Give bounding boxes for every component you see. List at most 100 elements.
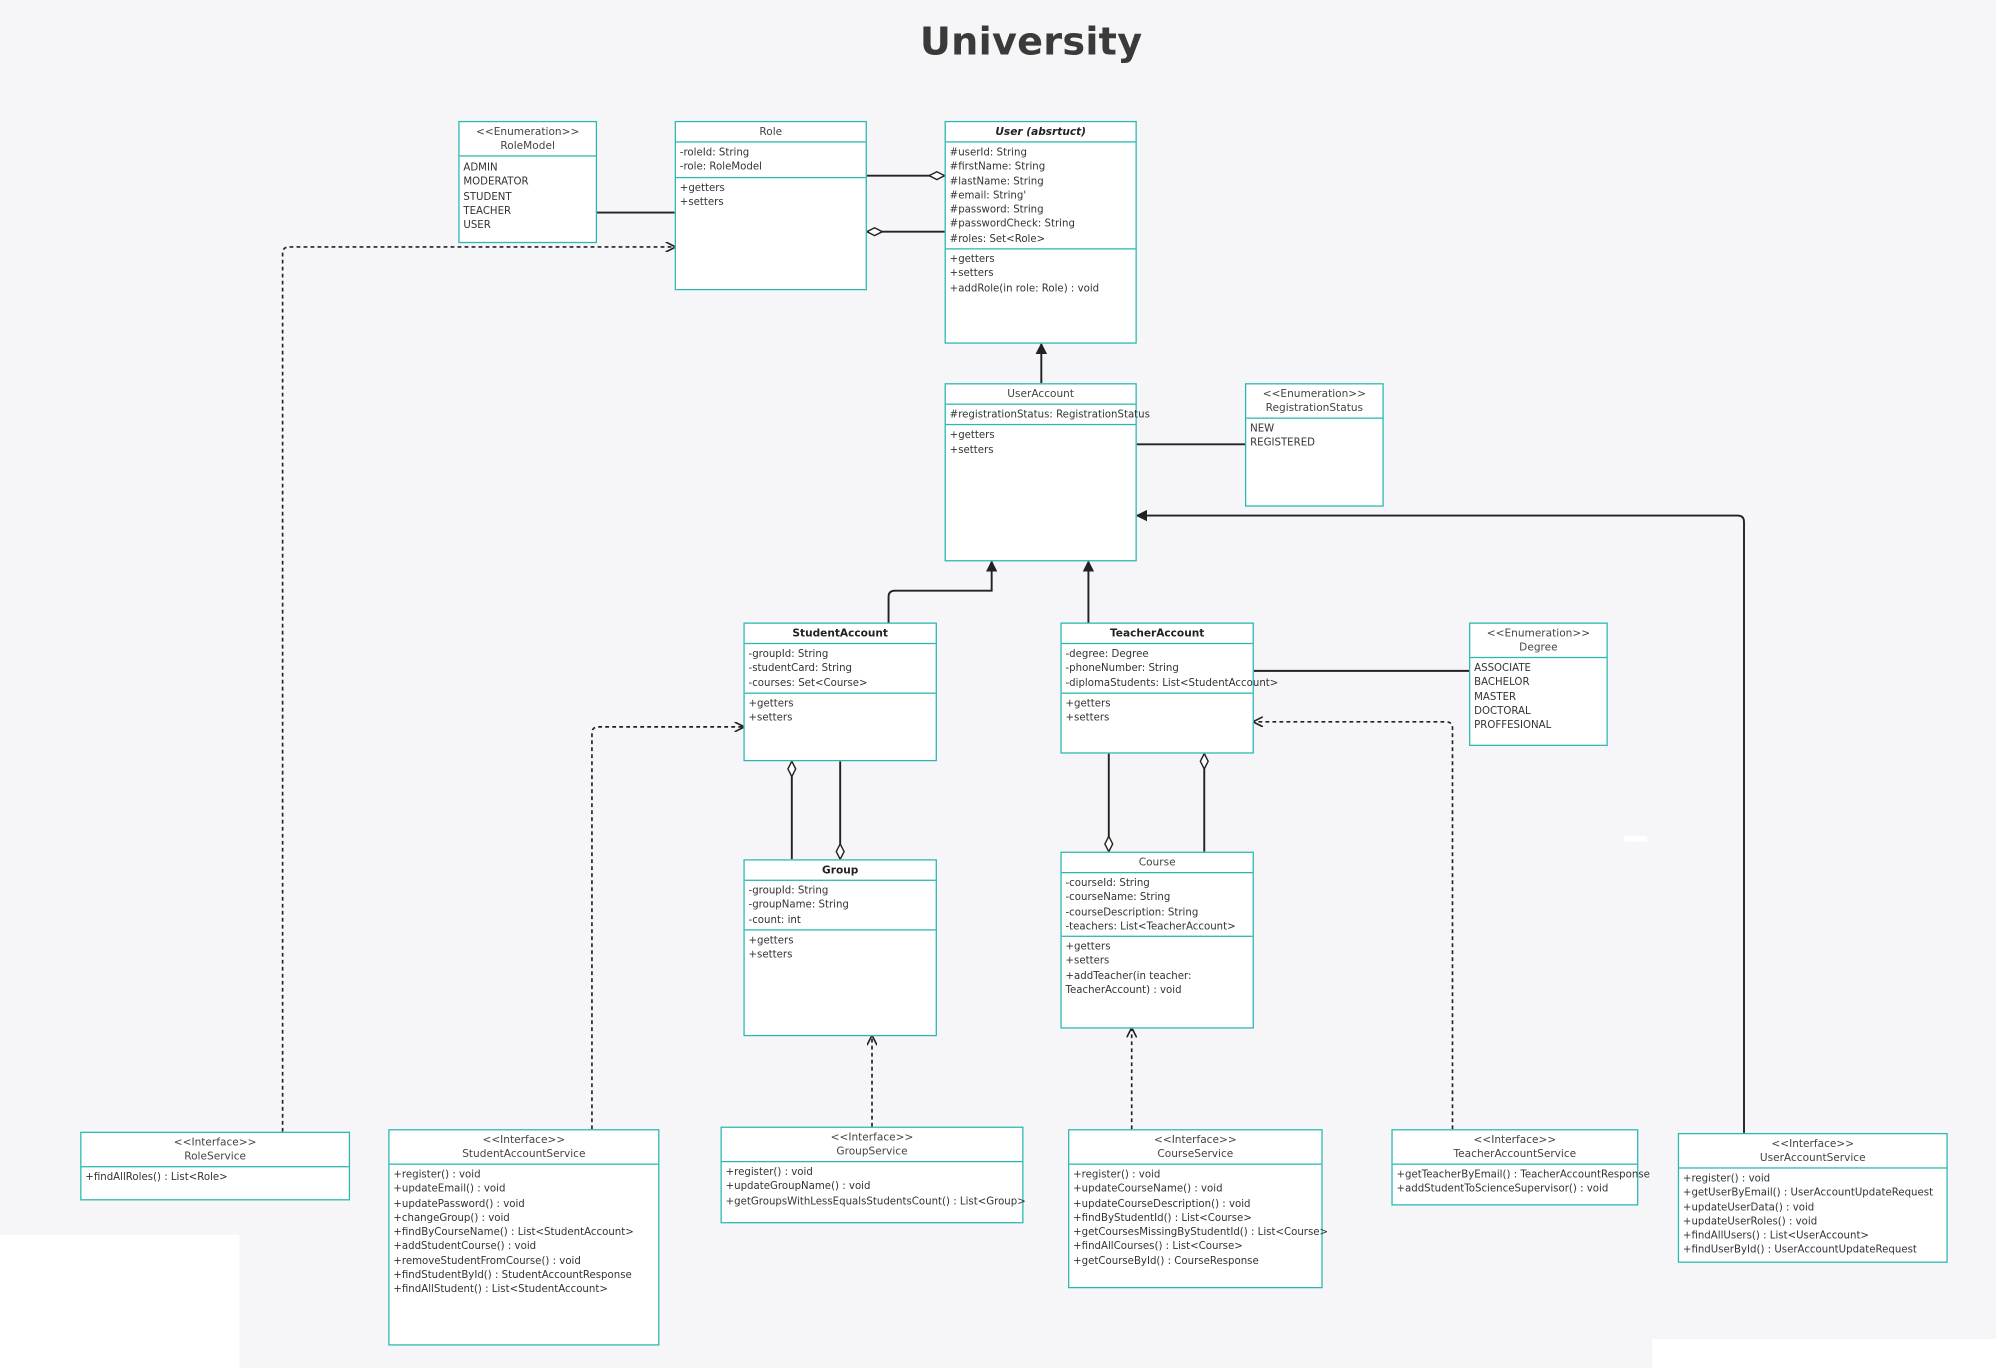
method: +findAllStudent() : List<StudentAccount>: [393, 1283, 608, 1296]
diagram-title: University: [919, 20, 1143, 65]
stereotype-label: <<Interface>>: [830, 1130, 914, 1144]
attribute: -groupId: String: [748, 884, 829, 897]
method: +getters: [748, 697, 794, 709]
class-name: StudentAccount: [792, 626, 888, 640]
attribute: #roles: Set<Role>: [949, 232, 1046, 245]
method: +getTeacherByEmail() : TeacherAccountRes…: [1396, 1168, 1650, 1181]
stereotype-label: <<Enumeration>>: [476, 124, 580, 138]
interface-name: RoleService: [184, 1149, 247, 1163]
enum-value: BACHELOR: [1474, 676, 1530, 688]
method: +updatePassword() : void: [393, 1197, 525, 1209]
class-degree[interactable]: <<Enumeration>> Degree ASSOCIATE BACHELO…: [1469, 622, 1608, 746]
interface-courseservice[interactable]: <<Interface>> CourseService +register() …: [1068, 1129, 1328, 1289]
method: +findByStudentId() : List<Course>: [1073, 1211, 1252, 1224]
attribute: #registrationStatus: RegistrationStatus: [949, 408, 1150, 421]
method: +getGroupsWithLessEqualsStudentsCount() …: [725, 1194, 1026, 1207]
method: +setters: [949, 443, 994, 456]
enum-value: ASSOCIATE: [1474, 661, 1532, 674]
enum-value: REGISTERED: [1250, 437, 1315, 449]
method: +updateCourseName() : void: [1073, 1182, 1223, 1195]
class-rolemodel[interactable]: <<Enumeration>> RoleModel ADMIN MODERATO…: [458, 120, 598, 244]
enum-value: PROFFESIONAL: [1474, 719, 1552, 731]
method: +getCourseById() : CourseResponse: [1073, 1254, 1259, 1267]
enum-value: DOCTORAL: [1474, 705, 1531, 717]
class-name: RegistrationStatus: [1265, 400, 1364, 414]
attribute: #email: String': [949, 189, 1027, 201]
attribute: -degree: Degree: [1065, 647, 1149, 660]
interface-name: TeacherAccountService: [1453, 1146, 1577, 1160]
attribute: #firstName: String: [949, 160, 1046, 173]
enum-value: TEACHER: [463, 204, 512, 217]
enum-value: ADMIN: [463, 161, 498, 174]
interface-studentaccountservice[interactable]: <<Interface>> StudentAccountService +reg…: [388, 1129, 660, 1346]
method: +updateCourseDescription() : void: [1073, 1197, 1251, 1209]
method: +getters: [1065, 940, 1111, 953]
class-studentaccount[interactable]: StudentAccount -groupId: String -student…: [743, 622, 937, 762]
class-course[interactable]: Course -courseId: String -courseName: St…: [1060, 851, 1254, 1029]
method: +addStudentCourse() : void: [393, 1240, 537, 1252]
method: +setters: [1065, 711, 1110, 724]
method: +addRole(in role: Role) : void: [949, 282, 1100, 294]
class-teacheraccount[interactable]: TeacherAccount -degree: Degree -phoneNum…: [1060, 622, 1279, 754]
method: +findAllUsers() : List<UserAccount>: [1682, 1229, 1869, 1242]
method: +updateUserData() : void: [1682, 1201, 1815, 1213]
interface-useraccountservice[interactable]: <<Interface>> UserAccountService +regist…: [1677, 1132, 1948, 1263]
interface-name: StudentAccountService: [462, 1146, 586, 1160]
method: +addTeacher(in teacher:: [1065, 969, 1192, 982]
method: TeacherAccount) : void: [1065, 984, 1182, 996]
class-useraccount[interactable]: UserAccount #registrationStatus: Registr…: [944, 383, 1150, 562]
attribute: -phoneNumber: String: [1065, 662, 1179, 674]
dependency-arrow: [591, 727, 743, 1130]
method: +findUserById() : UserAccountUpdateReque…: [1682, 1244, 1917, 1256]
method: +addStudentToScienceSupervisor() : void: [1396, 1182, 1609, 1195]
method: +setters: [748, 711, 793, 724]
interface-name: GroupService: [836, 1144, 908, 1158]
attribute: -groupId: String: [748, 647, 829, 660]
attribute: -teachers: List<TeacherAccount>: [1065, 920, 1236, 932]
class-role[interactable]: Role -roleId: String -role: RoleModel +g…: [674, 120, 867, 291]
inheritance-arrow: [1135, 509, 1745, 1133]
interface-name: CourseService: [1157, 1146, 1234, 1160]
attribute: -groupName: String: [748, 899, 849, 911]
method: +register() : void: [1682, 1172, 1771, 1184]
method: +getters: [748, 934, 794, 946]
attribute: -diplomaStudents: List<StudentAccount>: [1065, 676, 1279, 689]
blank-region: [1652, 1339, 1996, 1368]
stereotype-label: <<Interface>>: [1153, 1132, 1237, 1146]
blank-region: [0, 1234, 240, 1368]
attribute: -roleId: String: [679, 146, 750, 158]
class-group[interactable]: Group -groupId: String -groupName: Strin…: [743, 859, 937, 1037]
stereotype-label: <<Enumeration>>: [1486, 626, 1591, 640]
class-name: Group: [822, 863, 859, 876]
enum-value: MASTER: [1474, 690, 1517, 703]
method: +setters: [748, 948, 793, 961]
interface-teacheraccountservice[interactable]: <<Interface>> TeacherAccountService +get…: [1391, 1129, 1650, 1206]
enum-value: NEW: [1250, 422, 1275, 435]
inheritance-arrow: [887, 560, 998, 623]
interface-groupservice[interactable]: <<Interface>> GroupService +register() :…: [720, 1126, 1026, 1224]
attribute: -courseId: String: [1065, 877, 1150, 889]
class-registrationstatus[interactable]: <<Enumeration>> RegistrationStatus NEW R…: [1244, 383, 1384, 507]
attribute: -courseName: String: [1065, 891, 1171, 903]
method: +findStudentById() : StudentAccountRespo…: [393, 1269, 632, 1281]
dependency-arrow: [1254, 722, 1454, 1130]
class-user[interactable]: User (absrtuct) #userId: String #firstNa…: [944, 120, 1137, 344]
method: +getters: [1065, 697, 1111, 709]
method: +getUserByEmail() : UserAccountUpdateReq…: [1682, 1186, 1934, 1199]
interface-roleservice[interactable]: <<Interface>> RoleService +findAllRoles(…: [80, 1131, 351, 1201]
attribute: #lastName: String: [949, 175, 1044, 187]
method: +changeGroup() : void: [393, 1211, 510, 1224]
stereotype-label: <<Interface>>: [1771, 1136, 1855, 1150]
method: +findAllRoles() : List<Role>: [85, 1171, 228, 1183]
method: +removeStudentFromCourse() : void: [393, 1254, 581, 1267]
method: +getters: [949, 253, 995, 265]
attribute: #password: String: [949, 203, 1044, 216]
attribute: -role: RoleModel: [679, 160, 762, 173]
stereotype-label: <<Enumeration>>: [1262, 386, 1367, 400]
method: +updateEmail() : void: [393, 1182, 506, 1195]
class-name: Role: [759, 124, 783, 138]
enum-value: MODERATOR: [463, 176, 529, 188]
stereotype-label: <<Interface>>: [482, 1132, 566, 1146]
